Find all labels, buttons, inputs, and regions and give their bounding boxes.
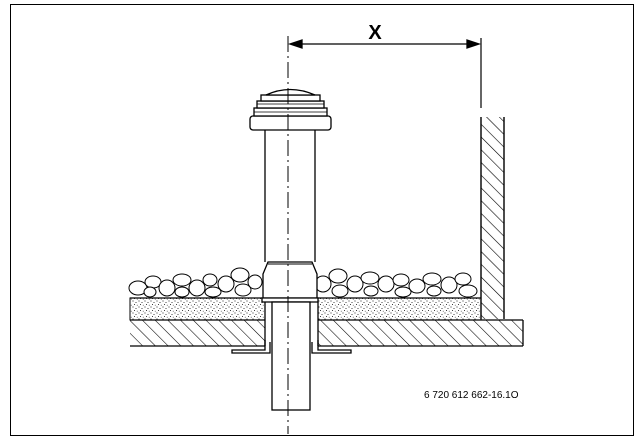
flue-pipe-lower — [271, 301, 311, 411]
figure-frame — [10, 4, 634, 436]
dimension-line-x — [287, 38, 482, 108]
gravel-layer — [128, 267, 481, 299]
terminal-cap — [249, 88, 332, 131]
side-wall — [480, 117, 505, 319]
roof-slab — [130, 319, 524, 347]
figure-reference-code: 6 720 612 662-16.1O — [424, 390, 519, 401]
flue-pipe-upper — [264, 130, 316, 262]
pipe-collar — [261, 261, 319, 303]
roof-sleeve — [231, 302, 352, 354]
dimension-label-x: X — [368, 22, 382, 44]
